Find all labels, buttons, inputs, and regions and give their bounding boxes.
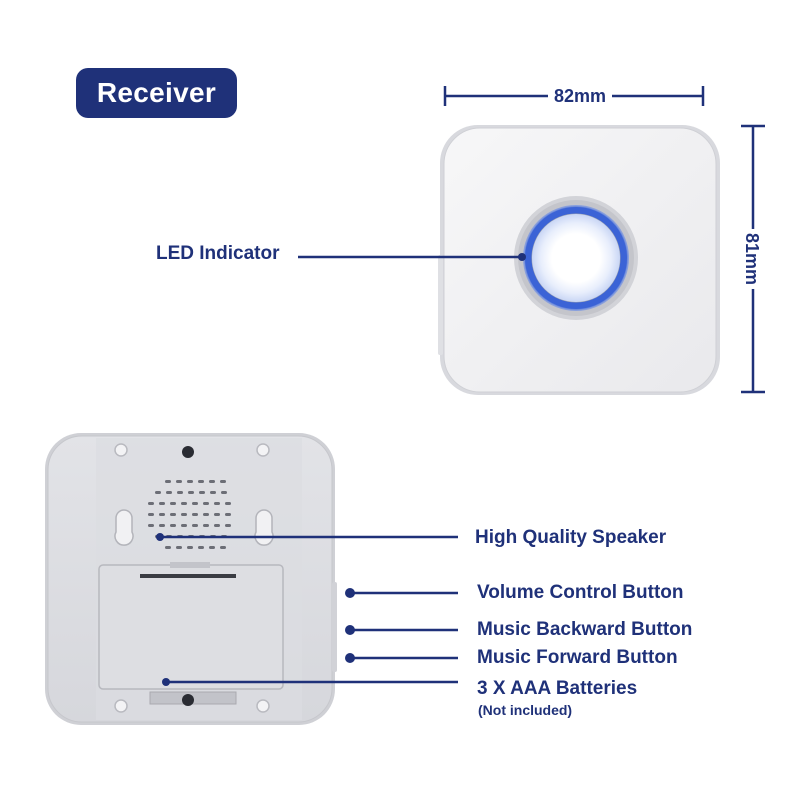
speaker-slot	[198, 546, 204, 549]
speaker-slot	[225, 513, 231, 516]
battery-cover	[98, 564, 284, 690]
speaker-slot	[148, 502, 154, 505]
speaker-slot	[225, 502, 231, 505]
speaker-slot	[159, 524, 165, 527]
forward-callout-line	[345, 653, 458, 663]
speaker-slot	[181, 502, 187, 505]
led-indicator-label: LED Indicator	[156, 243, 280, 264]
speaker-slot	[198, 480, 204, 483]
speaker-slot	[165, 480, 171, 483]
receiver-title-badge: Receiver	[76, 68, 237, 118]
speaker-slot	[203, 502, 209, 505]
batteries-callout-line	[162, 678, 458, 686]
height-dimension-label: 81mm	[742, 228, 762, 290]
speaker-slot	[203, 524, 209, 527]
speaker-slot	[214, 524, 220, 527]
volume-callout-line	[345, 588, 458, 598]
speaker-slot	[165, 546, 171, 549]
receiver-back	[45, 433, 337, 725]
speaker-slot	[209, 546, 215, 549]
backward-button-label: Music Backward Button	[477, 619, 693, 640]
speaker-slot	[170, 524, 176, 527]
speaker-slot	[214, 513, 220, 516]
speaker-slot	[159, 502, 165, 505]
speaker-slot	[181, 524, 187, 527]
speaker-slot	[188, 491, 194, 494]
screw-hole-icon	[114, 443, 270, 713]
speaker-slot	[203, 513, 209, 516]
speaker-slot	[187, 546, 193, 549]
volume-button-label: Volume Control Button	[477, 582, 684, 603]
speaker-slot	[192, 524, 198, 527]
speaker-slot	[177, 491, 183, 494]
speaker-slot	[192, 502, 198, 505]
speaker-slot	[148, 524, 154, 527]
speaker-slot	[221, 491, 227, 494]
speaker-slot	[166, 491, 172, 494]
speaker-slot	[176, 480, 182, 483]
batteries-label: 3 X AAA Batteries	[477, 678, 638, 699]
speaker-slot	[159, 513, 165, 516]
speaker-slot	[210, 491, 216, 494]
receiver-front	[438, 125, 720, 395]
backward-callout-line	[345, 625, 458, 635]
speaker-slot	[170, 513, 176, 516]
speaker-slot	[176, 546, 182, 549]
speaker-slot	[220, 546, 226, 549]
speaker-slot	[199, 491, 205, 494]
top-hole-icon	[182, 446, 194, 458]
speaker-slot	[192, 513, 198, 516]
speaker-slot	[155, 491, 161, 494]
width-dimension-label: 82mm	[548, 87, 613, 105]
forward-button-label: Music Forward Button	[477, 647, 678, 668]
speaker-slot	[181, 513, 187, 516]
led-callout-line	[298, 253, 526, 261]
speaker-slot	[187, 480, 193, 483]
led-indicator-icon	[514, 196, 638, 320]
batteries-note-label: (Not included)	[478, 702, 573, 718]
speaker-slot	[148, 513, 154, 516]
speaker-label: High Quality Speaker	[475, 527, 667, 548]
speaker-callout-line	[156, 533, 458, 541]
speaker-slot	[209, 480, 215, 483]
speaker-slot	[170, 502, 176, 505]
speaker-slot	[225, 524, 231, 527]
speaker-slot	[220, 480, 226, 483]
speaker-slot	[214, 502, 220, 505]
